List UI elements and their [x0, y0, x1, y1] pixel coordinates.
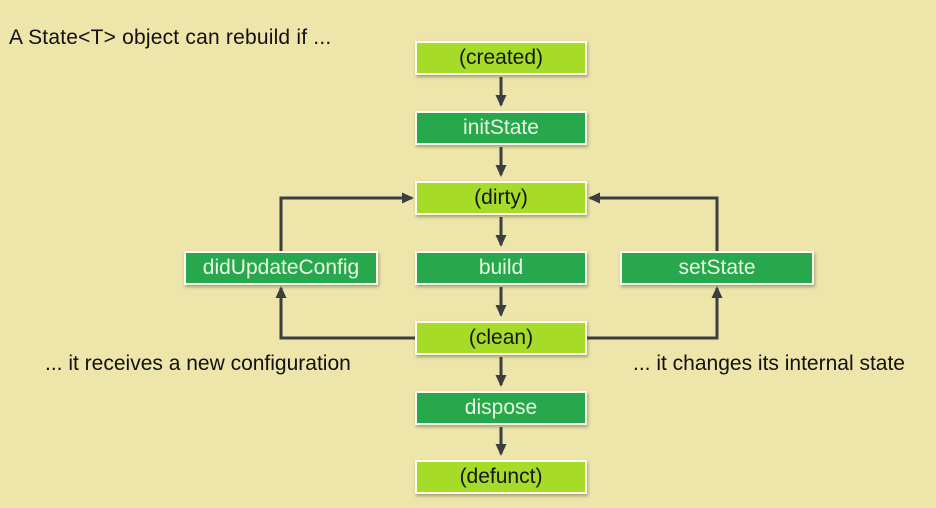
annotation-internal-state: ... it changes its internal state	[633, 352, 905, 375]
node-created-label: (created)	[458, 46, 544, 69]
edge-clean-didupdateconfig	[275, 286, 415, 340]
node-defunct-label: (defunct)	[459, 465, 543, 488]
diagram-title: A State<T> object can rebuild if ...	[9, 26, 332, 49]
node-defunct: (defunct)	[415, 460, 587, 494]
node-setstate: setState	[620, 251, 814, 285]
node-didupdateconfig-label: didUpdateConfig	[202, 256, 360, 279]
annotation-new-configuration: ... it receives a new configuration	[45, 352, 351, 375]
node-created: (created)	[415, 41, 587, 75]
node-clean: (clean)	[415, 321, 587, 355]
node-initstate: initState	[415, 111, 587, 145]
node-dirty-label: (dirty)	[474, 186, 528, 209]
node-dirty: (dirty)	[415, 181, 587, 215]
node-build-label: build	[478, 256, 524, 279]
edge-clean-setstate	[587, 286, 723, 340]
node-dispose: dispose	[415, 391, 587, 425]
node-clean-label: (clean)	[468, 326, 534, 349]
edge-setstate-dirty	[588, 192, 719, 251]
node-didupdateconfig: didUpdateConfig	[184, 251, 378, 285]
node-setstate-label: setState	[678, 256, 756, 279]
node-initstate-label: initState	[463, 116, 539, 139]
node-build: build	[415, 251, 587, 285]
node-dispose-label: dispose	[464, 396, 538, 419]
edge-didupdateconfig-dirty	[279, 192, 414, 251]
